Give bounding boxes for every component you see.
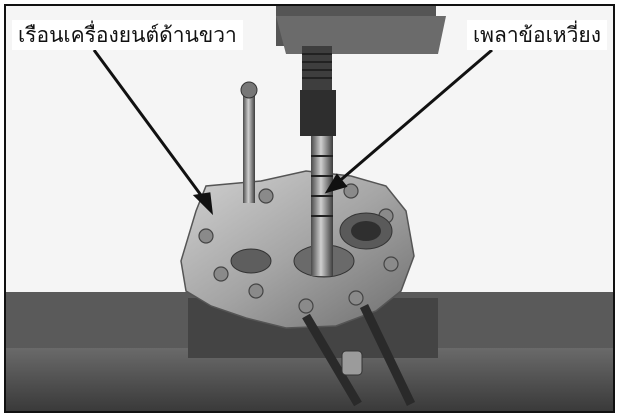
arrowhead-left — [192, 192, 213, 216]
left-callout-label: เรือนเครื่องยนต์ด้านขวา — [12, 20, 243, 50]
spacer-cylinder — [341, 350, 363, 376]
pointer-arrow-left — [92, 49, 208, 203]
arrowhead-right — [324, 173, 348, 194]
crankshaft — [311, 136, 333, 276]
photo-frame: เรือนเครื่องยนต์ด้านขวา เพลาข้อเหวี่ยง — [4, 4, 615, 413]
pointer-arrow-right — [335, 48, 493, 186]
support-rod-left — [302, 313, 362, 407]
press-chuck — [300, 90, 336, 136]
right-callout-label: เพลาข้อเหวี่ยง — [466, 20, 607, 50]
vertical-shaft — [243, 91, 255, 203]
press-arm — [276, 16, 446, 54]
crankcase-press-photo — [6, 6, 613, 411]
work-table-front — [6, 348, 613, 411]
support-rod-right — [359, 304, 416, 406]
crankcase-body — [180, 170, 415, 329]
